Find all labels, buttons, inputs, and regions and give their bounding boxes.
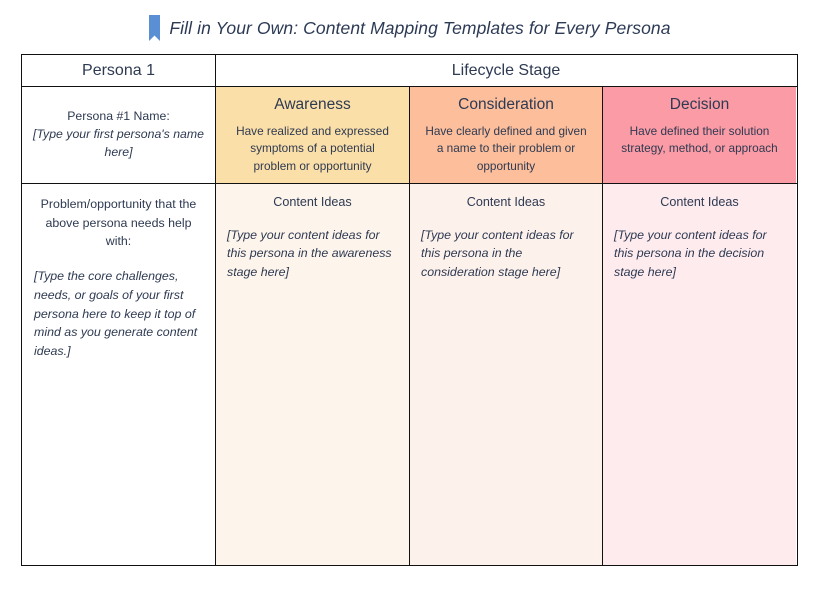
persona-problem-cell[interactable]: Problem/opportunity that the above perso… bbox=[22, 184, 216, 565]
stage-description-decision: Have defined their solution strategy, me… bbox=[621, 123, 778, 156]
content-ideas-placeholder-consideration[interactable]: [Type your content ideas for this person… bbox=[421, 227, 574, 280]
persona-column-header: Persona 1 bbox=[22, 55, 216, 86]
persona-problem-label: Problem/opportunity that the above perso… bbox=[40, 197, 197, 249]
content-ideas-cell-consideration[interactable]: Content Ideas [Type your content ideas f… bbox=[410, 184, 603, 565]
content-ideas-row: Problem/opportunity that the above perso… bbox=[22, 184, 797, 565]
content-ideas-label-decision: Content Ideas bbox=[660, 195, 739, 209]
stage-header-awareness: Awareness Have realized and expressed sy… bbox=[216, 87, 410, 183]
content-ideas-cell-decision[interactable]: Content Ideas [Type your content ideas f… bbox=[603, 184, 796, 565]
content-ideas-placeholder-awareness[interactable]: [Type your content ideas for this person… bbox=[227, 227, 392, 280]
stage-header-consideration: Consideration Have clearly defined and g… bbox=[410, 87, 603, 183]
persona-name-label: Persona #1 Name: bbox=[67, 109, 170, 124]
content-ideas-label-consideration: Content Ideas bbox=[466, 195, 546, 209]
content-mapping-table: Persona 1 Lifecycle Stage Persona #1 Nam… bbox=[21, 54, 798, 566]
persona-problem-placeholder[interactable]: [Type the core challenges, needs, or goa… bbox=[34, 268, 198, 359]
content-ideas-cell-awareness[interactable]: Content Ideas [Type your content ideas f… bbox=[216, 184, 410, 565]
persona-name-cell[interactable]: Persona #1 Name: [Type your first person… bbox=[22, 87, 216, 183]
content-ideas-placeholder-decision[interactable]: [Type your content ideas for this person… bbox=[614, 227, 767, 280]
bookmark-icon bbox=[149, 15, 161, 41]
stage-header-decision: Decision Have defined their solution str… bbox=[603, 87, 796, 183]
stage-description-awareness: Have realized and expressed symptoms of … bbox=[236, 123, 389, 173]
stage-description-consideration: Have clearly defined and given a name to… bbox=[425, 123, 587, 173]
stage-name-consideration: Consideration bbox=[458, 96, 554, 113]
table-header-row: Persona 1 Lifecycle Stage bbox=[22, 55, 797, 87]
stage-name-awareness: Awareness bbox=[274, 96, 351, 113]
content-ideas-label-awareness: Content Ideas bbox=[273, 195, 352, 209]
persona-name-placeholder[interactable]: [Type your first persona's name here] bbox=[33, 127, 204, 159]
lifecycle-stage-column-header: Lifecycle Stage bbox=[216, 55, 796, 86]
page-title: Fill in Your Own: Content Mapping Templa… bbox=[169, 17, 671, 38]
document-title-bar: Fill in Your Own: Content Mapping Templa… bbox=[0, 0, 820, 54]
stage-definition-row: Persona #1 Name: [Type your first person… bbox=[22, 87, 797, 184]
title-group: Fill in Your Own: Content Mapping Templa… bbox=[149, 15, 671, 41]
stage-name-decision: Decision bbox=[669, 96, 730, 113]
